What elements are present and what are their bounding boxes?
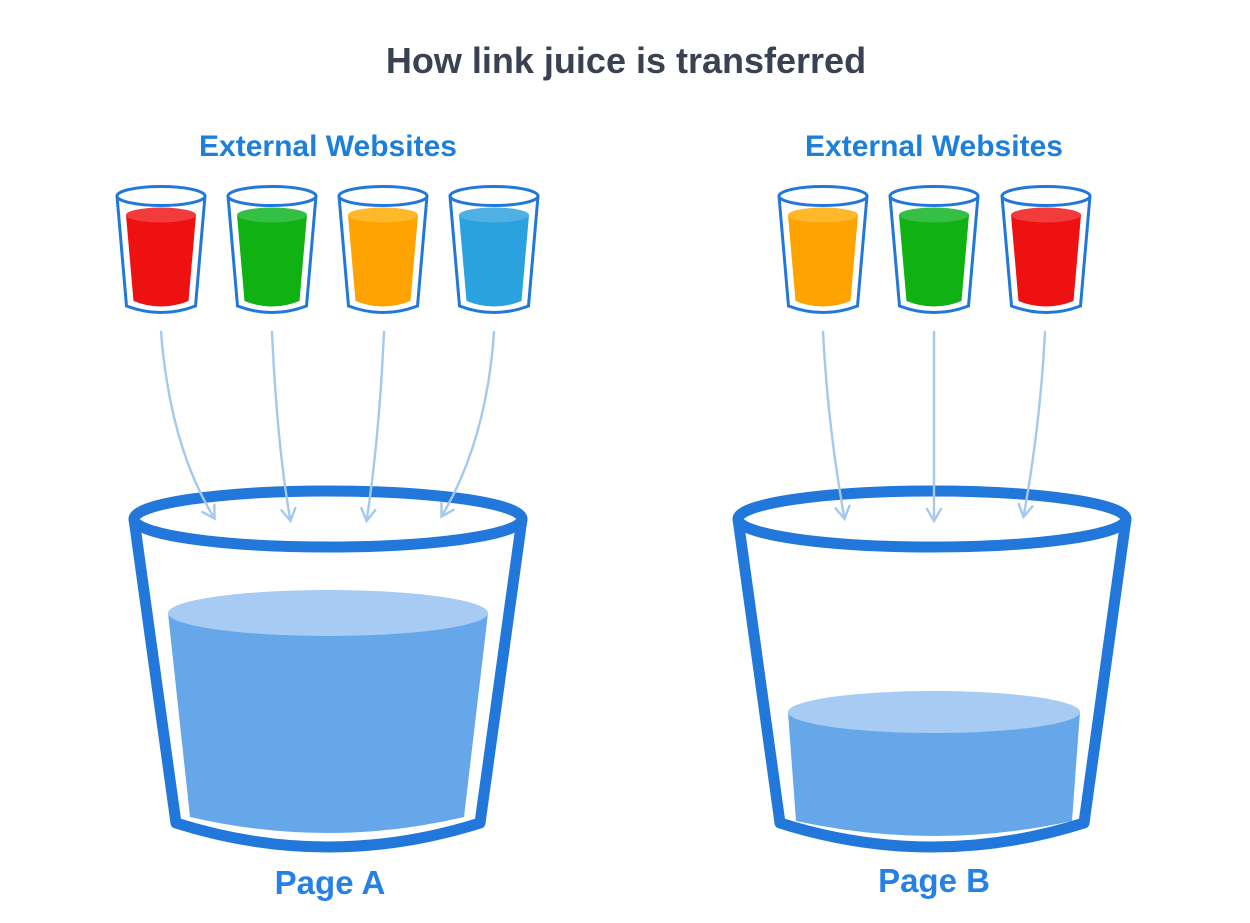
juice-surface (1011, 207, 1081, 223)
juice-surface (348, 207, 418, 223)
juice-body (1011, 215, 1081, 307)
link-arrow (821, 330, 851, 522)
glass-outline (448, 195, 540, 314)
juice-body (899, 215, 969, 307)
page-b-glass (732, 485, 1132, 853)
page-a-juice-body (168, 613, 488, 833)
glass-rim (888, 185, 980, 207)
glass-rim (1000, 185, 1092, 207)
glass-outline (888, 195, 980, 314)
glass-outline (732, 513, 1132, 853)
left-arrows (159, 330, 496, 524)
left-glass-red (115, 185, 207, 314)
right-glass-orange (777, 185, 869, 314)
glass-outline (115, 195, 207, 314)
juice-surface (459, 207, 529, 223)
glass-rim (128, 485, 528, 553)
right-glass-red (1000, 185, 1092, 314)
right-section: External Websites (732, 130, 1132, 899)
left-glass-blue (448, 185, 540, 314)
page-a-label: Page A (275, 864, 386, 901)
page-a-glass (128, 485, 528, 853)
link-arrow (1017, 330, 1047, 520)
glass-rim (337, 185, 429, 207)
glass-rim (448, 185, 540, 207)
link-arrow (360, 330, 386, 524)
page-b-juice-surface (788, 691, 1080, 733)
right-glass-green (888, 185, 980, 314)
glass-outline (226, 195, 318, 314)
page-b-juice-body (788, 712, 1080, 836)
juice-body (459, 215, 529, 307)
glass-outline (128, 513, 528, 853)
glass-rim (732, 485, 1132, 553)
right-arrows (821, 330, 1047, 524)
left-glass-green (226, 185, 318, 314)
page-b-label: Page B (878, 862, 990, 899)
glass-rim (226, 185, 318, 207)
left-external-websites-label: External Websites (199, 130, 457, 163)
link-arrow (440, 330, 496, 519)
left-glass-orange (337, 185, 429, 314)
glass-outline (1000, 195, 1092, 314)
glass-outline (777, 195, 869, 314)
juice-body (237, 215, 307, 307)
juice-body (348, 215, 418, 307)
page-a-juice-surface (168, 590, 488, 636)
juice-body (788, 215, 858, 307)
juice-body (126, 215, 196, 307)
link-arrow (270, 330, 297, 524)
juice-surface (899, 207, 969, 223)
link-arrow (159, 330, 216, 521)
juice-surface (788, 207, 858, 223)
left-section: External Websites (115, 130, 540, 901)
glass-outline (337, 195, 429, 314)
juice-surface (126, 207, 196, 223)
juice-surface (237, 207, 307, 223)
page-title: How link juice is transferred (386, 40, 866, 81)
glass-rim (777, 185, 869, 207)
glass-rim (115, 185, 207, 207)
right-external-websites-label: External Websites (805, 130, 1063, 163)
